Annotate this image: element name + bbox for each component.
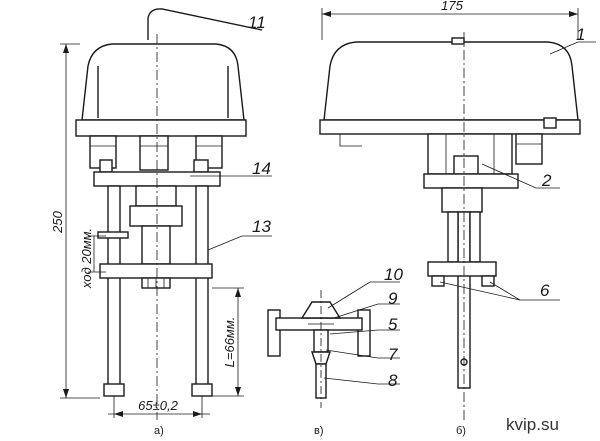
housing-a	[81, 43, 245, 121]
callout-1: 1	[576, 25, 585, 44]
view-a: 250 ход 20мм. 65±0,2 L=66мм. 11 14 13 а)	[50, 8, 272, 437]
dim-height: 250	[50, 210, 65, 233]
flange-a	[75, 119, 247, 137]
callout-9: 9	[388, 289, 398, 308]
mounting-plate-b	[423, 173, 519, 189]
callout-14: 14	[252, 159, 271, 178]
dim-spacing: 65±0,2	[138, 398, 178, 413]
housing-b	[323, 41, 579, 121]
view-c: 10 9 5 7 8 в)	[267, 265, 403, 437]
callout-13: 13	[252, 217, 271, 236]
callout-7: 7	[388, 345, 398, 364]
callout-6: 6	[540, 281, 550, 300]
callout-8: 8	[388, 371, 398, 390]
cable	[147, 8, 263, 40]
watermark: kvip.su	[506, 415, 559, 434]
label-view-b: б)	[456, 425, 466, 437]
callout-11: 11	[248, 13, 266, 32]
yoke-a	[99, 263, 213, 279]
dim-length: L=66мм.	[222, 317, 237, 368]
label-view-a: а)	[154, 425, 164, 437]
flange-b	[319, 119, 581, 135]
callout-10: 10	[384, 265, 403, 284]
dim-stroke: ход 20мм.	[79, 228, 94, 289]
column-right	[195, 185, 209, 387]
column-left	[107, 185, 121, 387]
view-b: 175 1 2	[319, 0, 596, 437]
label-view-c: в)	[314, 425, 324, 437]
callout-5: 5	[388, 315, 398, 334]
callout-2: 2	[541, 171, 552, 190]
yoke-b	[427, 261, 497, 277]
dim-width: 175	[441, 0, 463, 13]
